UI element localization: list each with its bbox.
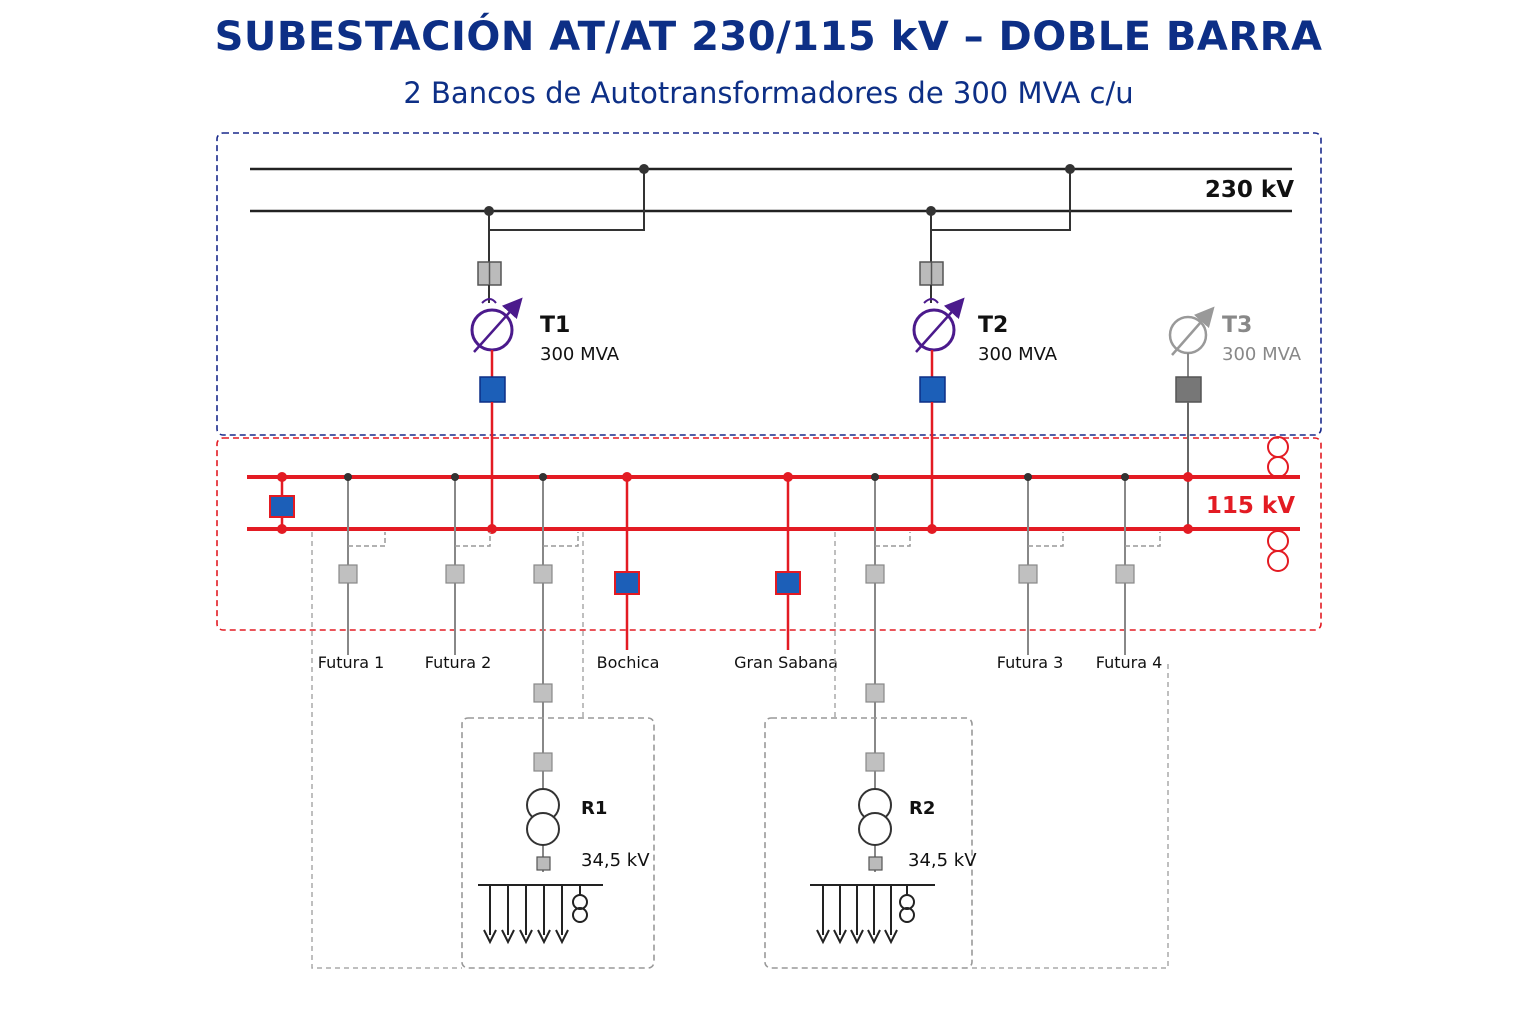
feeder-bay-futura-2: [445, 473, 491, 655]
autotransformer-icon: [1168, 306, 1215, 356]
current-transformer-icon: [1267, 436, 1289, 478]
t1-lv-breaker: [479, 376, 506, 403]
reactor-transformer-icon: [526, 788, 560, 846]
feeder-label: Futura 1: [318, 653, 385, 672]
feeder-bay-gran-sabana: [775, 472, 801, 650]
autotransformer-icon: [470, 297, 523, 353]
t2-rating: 300 MVA: [978, 344, 1058, 365]
feeder-label: Futura 4: [1096, 653, 1163, 672]
hv-zone-boundary: [216, 132, 1322, 436]
mv-bus-r1: [478, 884, 603, 945]
t2-lv-breaker: [919, 376, 946, 403]
t1-name: T1: [540, 313, 570, 338]
hv-bus-label: 230 kV: [1205, 177, 1294, 203]
r1-voltage: 34,5 kV: [581, 850, 650, 871]
future-expansion-outline: [311, 532, 1169, 969]
feeder-bay-bochica: [614, 472, 640, 650]
feeder-label: Futura 3: [997, 653, 1064, 672]
t1-rating: 300 MVA: [540, 344, 620, 365]
lv-busbar: [247, 475, 1300, 531]
diagram-subtitle: 2 Bancos de Autotransformadores de 300 M…: [403, 76, 1134, 110]
r1-name: R1: [581, 798, 607, 819]
t2-name: T2: [978, 313, 1008, 338]
diagram-title: SUBESTACIÓN AT/AT 230/115 kV – DOBLE BAR…: [214, 14, 1323, 60]
r1-enclosure: [461, 717, 655, 969]
t3-name: T3: [1222, 313, 1252, 338]
r2-enclosure: [764, 717, 973, 969]
hv-busbar: [250, 167, 1292, 213]
feeder-bay-futura-3: [1018, 473, 1064, 655]
feeder-bay-futura-1: [338, 473, 386, 655]
feeder-label: Bochica: [597, 653, 660, 672]
feeder-bay-futura-4: [1115, 473, 1161, 655]
autotransformer-icon: [912, 297, 965, 353]
current-transformer-icon: [1267, 530, 1289, 572]
r2-name: R2: [909, 798, 935, 819]
lv-zone-boundary: [216, 437, 1322, 631]
feeder-label: Gran Sabana: [734, 653, 838, 672]
feeder-label: Futura 2: [425, 653, 492, 672]
mv-bus-r2: [810, 884, 935, 945]
reactor-transformer-icon: [858, 788, 892, 846]
r2-voltage: 34,5 kV: [908, 850, 977, 871]
t3-rating: 300 MVA: [1222, 344, 1302, 365]
t1-hv-breaker: [477, 261, 502, 286]
lv-bus-label: 115 kV: [1206, 493, 1295, 519]
bus-coupler-breaker: [269, 472, 295, 534]
t1-hv-connection: [484, 164, 649, 262]
t2-hv-breaker: [919, 261, 944, 286]
t3-lv-breaker: [1175, 376, 1202, 403]
t2-hv-connection: [926, 164, 1075, 262]
